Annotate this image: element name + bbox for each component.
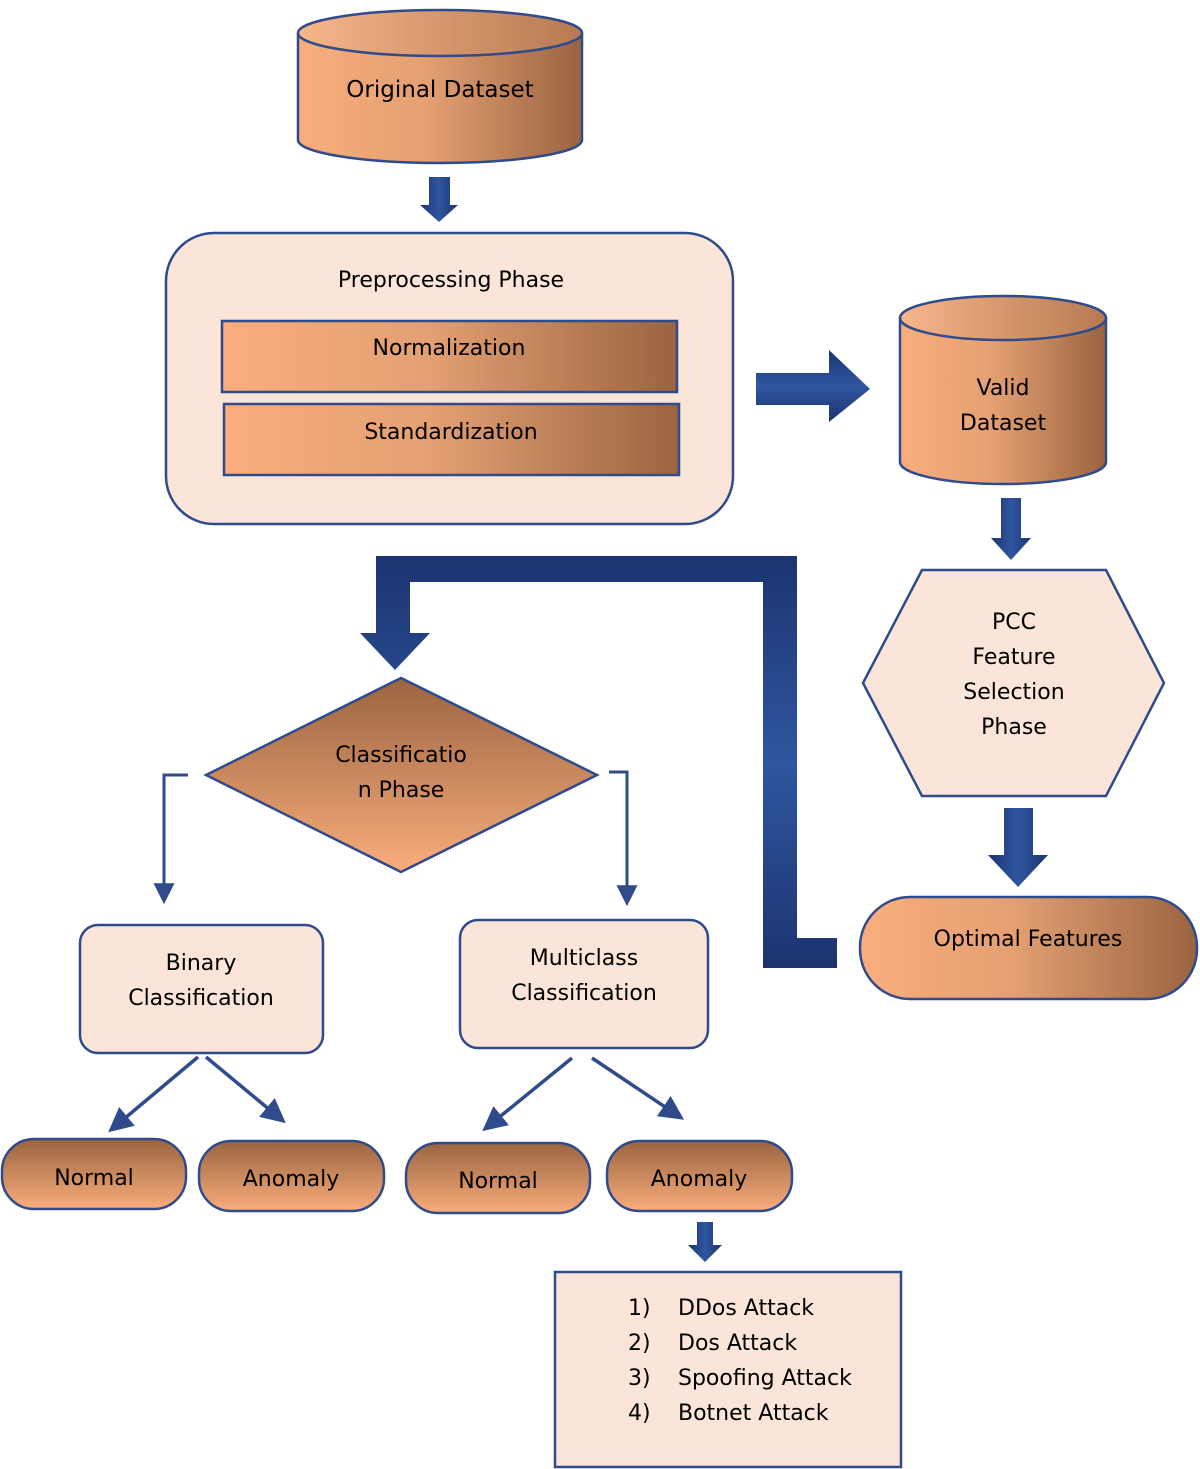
valid-dataset-cylinder: Valid Dataset [898,294,1108,486]
attack-1-label: DDos Attack [678,1296,814,1321]
valid-dataset-line-1: Valid [976,376,1029,401]
arrow-binary-to-anomaly [204,1055,286,1124]
classification-phase-diamond: Classificatio n Phase [203,676,600,874]
multi-anomaly-pill: Anomaly [605,1139,794,1213]
pcc-feature-selection-hexagon: PCC Feature Selection Phase [861,568,1166,798]
arrow-pcc-to-optimal-features [988,808,1048,887]
pcc-line-2: Feature [972,645,1055,670]
binary-normal-label: Normal [54,1166,134,1191]
arrow-optimal-features-to-classification [360,556,837,968]
arrow-preprocessing-to-valid-dataset [756,350,870,422]
arrow-anomaly-to-attacks [688,1222,722,1262]
attack-1-number: 1) [628,1296,651,1321]
binary-normal-pill: Normal [0,1137,188,1211]
classification-phase-line-2: n Phase [358,778,445,803]
binary-anomaly-pill: Anomaly [197,1139,386,1213]
standardization-label: Standardization [364,420,537,445]
standardization-box: Standardization [222,402,681,477]
attack-2-label: Dos Attack [678,1331,797,1356]
attack-3-label: Spoofing Attack [678,1366,852,1391]
original-dataset-cylinder: Original Dataset [296,8,584,165]
original-dataset-label: Original Dataset [346,77,533,103]
binary-classification-line-2: Classification [128,986,274,1011]
pcc-line-1: PCC [992,610,1036,635]
multiclass-classification-line-1: Multiclass [530,946,638,971]
attack-types-box: 1) DDos Attack 2) Dos Attack 3) Spoofing… [553,1270,903,1469]
multi-anomaly-label: Anomaly [651,1167,748,1192]
multiclass-classification-line-2: Classification [511,981,657,1006]
binary-classification-line-1: Binary [166,951,237,976]
pcc-line-3: Selection [963,680,1064,705]
classification-phase-line-1: Classificatio [335,743,467,768]
attack-3-number: 3) [628,1366,651,1391]
preprocessing-phase-panel: Preprocessing Phase Normalization Standa… [164,231,735,526]
arrow-binary-to-normal [108,1055,200,1133]
optimal-features-label: Optimal Features [934,927,1123,952]
arrow-valid-dataset-to-pcc [991,498,1031,560]
pcc-line-4: Phase [981,715,1047,740]
multi-normal-pill: Normal [404,1141,592,1215]
attack-2-number: 2) [628,1331,651,1356]
valid-dataset-line-2: Dataset [960,411,1047,436]
optimal-features-box: Optimal Features [858,895,1199,1001]
connector-classification-to-binary [153,773,188,905]
arrow-multiclass-to-normal [482,1056,574,1132]
multiclass-classification-box: Multiclass Classification [458,918,710,1050]
arrow-multiclass-to-anomaly [591,1056,685,1120]
attack-4-label: Botnet Attack [678,1401,829,1426]
multi-normal-label: Normal [458,1169,538,1194]
arrow-original-to-preprocessing [420,177,458,222]
attack-4-number: 4) [628,1401,651,1426]
preprocessing-phase-title: Preprocessing Phase [338,268,564,293]
binary-classification-box: Binary Classification [78,923,325,1055]
normalization-box: Normalization [220,319,679,394]
connector-classification-to-multiclass [609,770,638,907]
normalization-label: Normalization [373,336,526,361]
binary-anomaly-label: Anomaly [243,1167,340,1192]
